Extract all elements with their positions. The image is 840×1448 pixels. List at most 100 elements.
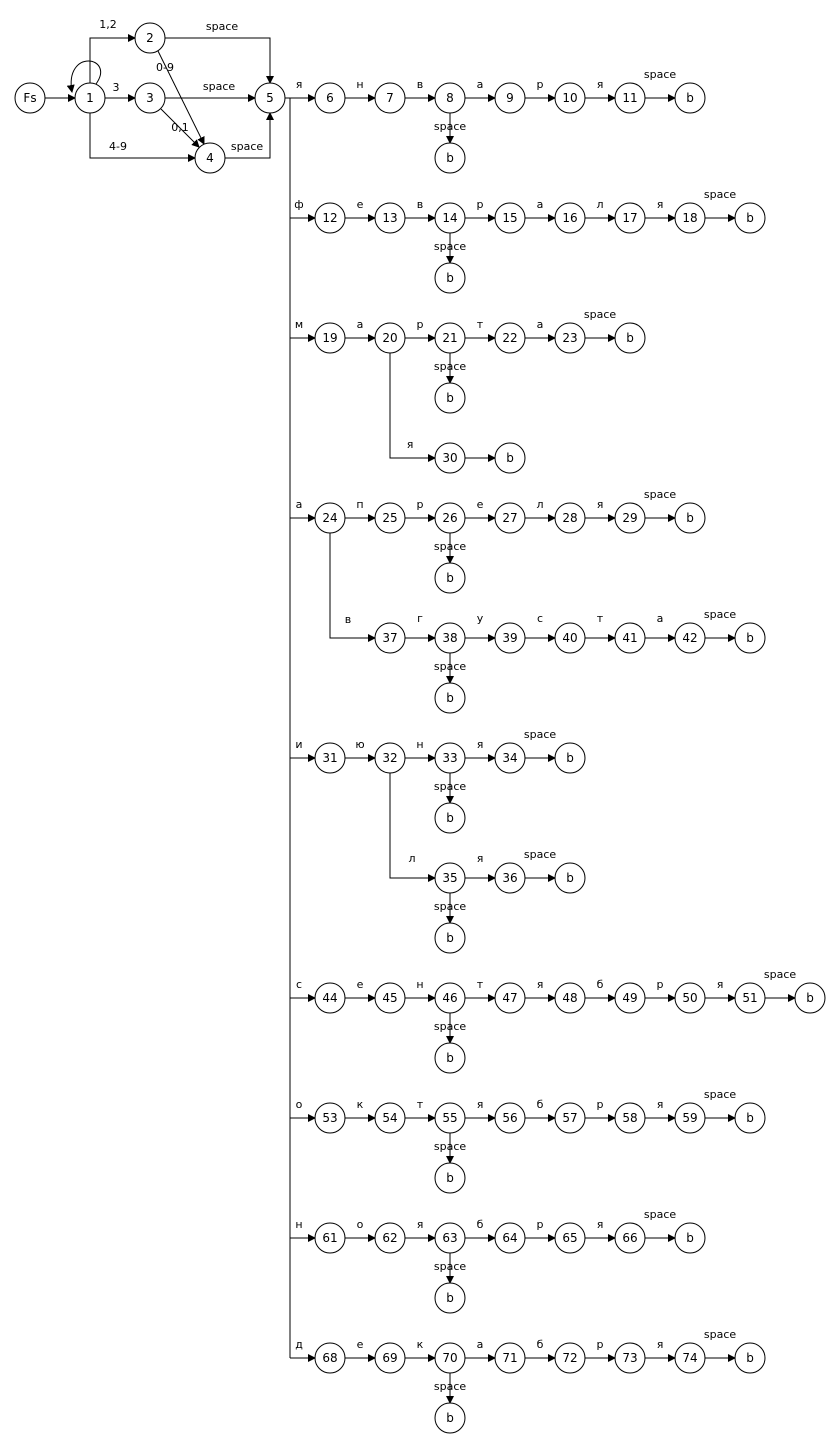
edge-label: 3 bbox=[113, 81, 120, 94]
state-21: 21 bbox=[434, 322, 466, 354]
state-label: 1 bbox=[86, 91, 94, 105]
state-56: 56 bbox=[494, 1102, 526, 1134]
state-label: 34 bbox=[502, 751, 517, 765]
state-41: 41 bbox=[614, 622, 646, 654]
final-state-b: b bbox=[554, 742, 586, 774]
state-circle bbox=[314, 742, 346, 774]
state-label: 66 bbox=[622, 1231, 637, 1245]
state-11: 11 bbox=[614, 82, 646, 114]
edge-label: р bbox=[597, 1098, 604, 1111]
state-label: 49 bbox=[622, 991, 637, 1005]
state-label: 9 bbox=[506, 91, 514, 105]
edge-label: space bbox=[434, 780, 467, 793]
edge-label: р bbox=[417, 318, 424, 331]
state-circle bbox=[494, 322, 526, 354]
state-18: 18 bbox=[674, 202, 706, 234]
state-circle bbox=[434, 1342, 466, 1374]
state-label: 6 bbox=[326, 91, 334, 105]
state-label: 40 bbox=[562, 631, 577, 645]
state-2: 2 bbox=[134, 22, 166, 54]
state-label: 70 bbox=[442, 1351, 457, 1365]
state-circle bbox=[494, 622, 526, 654]
state-label: b bbox=[446, 811, 454, 825]
state-70: 70 bbox=[434, 1342, 466, 1374]
state-3: 3 bbox=[134, 82, 166, 114]
state-10: 10 bbox=[554, 82, 586, 114]
state-9: 9 bbox=[494, 82, 526, 114]
state-label: 45 bbox=[382, 991, 397, 1005]
state-circle bbox=[614, 982, 646, 1014]
state-circle bbox=[554, 862, 586, 894]
state-label: b bbox=[446, 1291, 454, 1305]
state-label: 69 bbox=[382, 1351, 397, 1365]
state-7: 7 bbox=[374, 82, 406, 114]
state-label: b bbox=[446, 1171, 454, 1185]
edge-label: space bbox=[434, 1380, 467, 1393]
state-circle bbox=[314, 202, 346, 234]
final-state-b: b bbox=[434, 562, 466, 594]
final-state-b: b bbox=[674, 1222, 706, 1254]
edge-label: п bbox=[356, 498, 363, 511]
state-circle bbox=[674, 82, 706, 114]
state-label: b bbox=[746, 1111, 754, 1125]
state-circle bbox=[554, 202, 586, 234]
edge-label: space bbox=[434, 900, 467, 913]
state-26: 26 bbox=[434, 502, 466, 534]
state-label: 17 bbox=[622, 211, 637, 225]
state-31: 31 bbox=[314, 742, 346, 774]
state-label: b bbox=[746, 631, 754, 645]
transition-arrow bbox=[89, 34, 136, 83]
state-circle bbox=[314, 1222, 346, 1254]
state-circle bbox=[614, 622, 646, 654]
state-55: 55 bbox=[434, 1102, 466, 1134]
state-28: 28 bbox=[554, 502, 586, 534]
edge-label: ф bbox=[294, 198, 303, 211]
final-state-b: b bbox=[434, 1282, 466, 1314]
state-circle bbox=[134, 82, 166, 114]
state-label: 68 bbox=[322, 1351, 337, 1365]
state-circle bbox=[794, 982, 826, 1014]
final-state-b: b bbox=[494, 442, 526, 474]
state-label: b bbox=[446, 151, 454, 165]
state-label: 7 bbox=[386, 91, 394, 105]
state-circle bbox=[674, 1222, 706, 1254]
state-22: 22 bbox=[494, 322, 526, 354]
state-29: 29 bbox=[614, 502, 646, 534]
state-label: 15 bbox=[502, 211, 517, 225]
final-state-b: b bbox=[734, 622, 766, 654]
state-label: 59 bbox=[682, 1111, 697, 1125]
edge-label: я bbox=[597, 1218, 604, 1231]
state-label: 46 bbox=[442, 991, 457, 1005]
state-circle bbox=[314, 322, 346, 354]
state-circle bbox=[374, 1102, 406, 1134]
state-circle bbox=[314, 82, 346, 114]
edge-label: space bbox=[644, 68, 677, 81]
state-circle bbox=[254, 82, 286, 114]
state-label: 62 bbox=[382, 1231, 397, 1245]
edge-label: р bbox=[597, 1338, 604, 1351]
final-state-b: b bbox=[554, 862, 586, 894]
state-label: b bbox=[566, 871, 574, 885]
edge-label: о bbox=[296, 1098, 303, 1111]
state-Fs: Fs bbox=[14, 82, 46, 114]
edge-label: space bbox=[524, 728, 557, 741]
transition-arrow bbox=[225, 112, 274, 159]
edge-label: н bbox=[416, 978, 423, 991]
edge-label: л bbox=[408, 852, 415, 865]
state-label: 51 bbox=[742, 991, 757, 1005]
edge-label: space bbox=[434, 120, 467, 133]
state-65: 65 bbox=[554, 1222, 586, 1254]
state-label: b bbox=[746, 211, 754, 225]
edge-label: я bbox=[597, 78, 604, 91]
state-label: 42 bbox=[682, 631, 697, 645]
final-state-b: b bbox=[434, 1402, 466, 1434]
state-61: 61 bbox=[314, 1222, 346, 1254]
state-circle bbox=[434, 1102, 466, 1134]
final-state-b: b bbox=[434, 922, 466, 954]
state-label: 73 bbox=[622, 1351, 637, 1365]
final-state-b: b bbox=[734, 202, 766, 234]
final-state-b: b bbox=[434, 802, 466, 834]
state-label: 16 bbox=[562, 211, 577, 225]
